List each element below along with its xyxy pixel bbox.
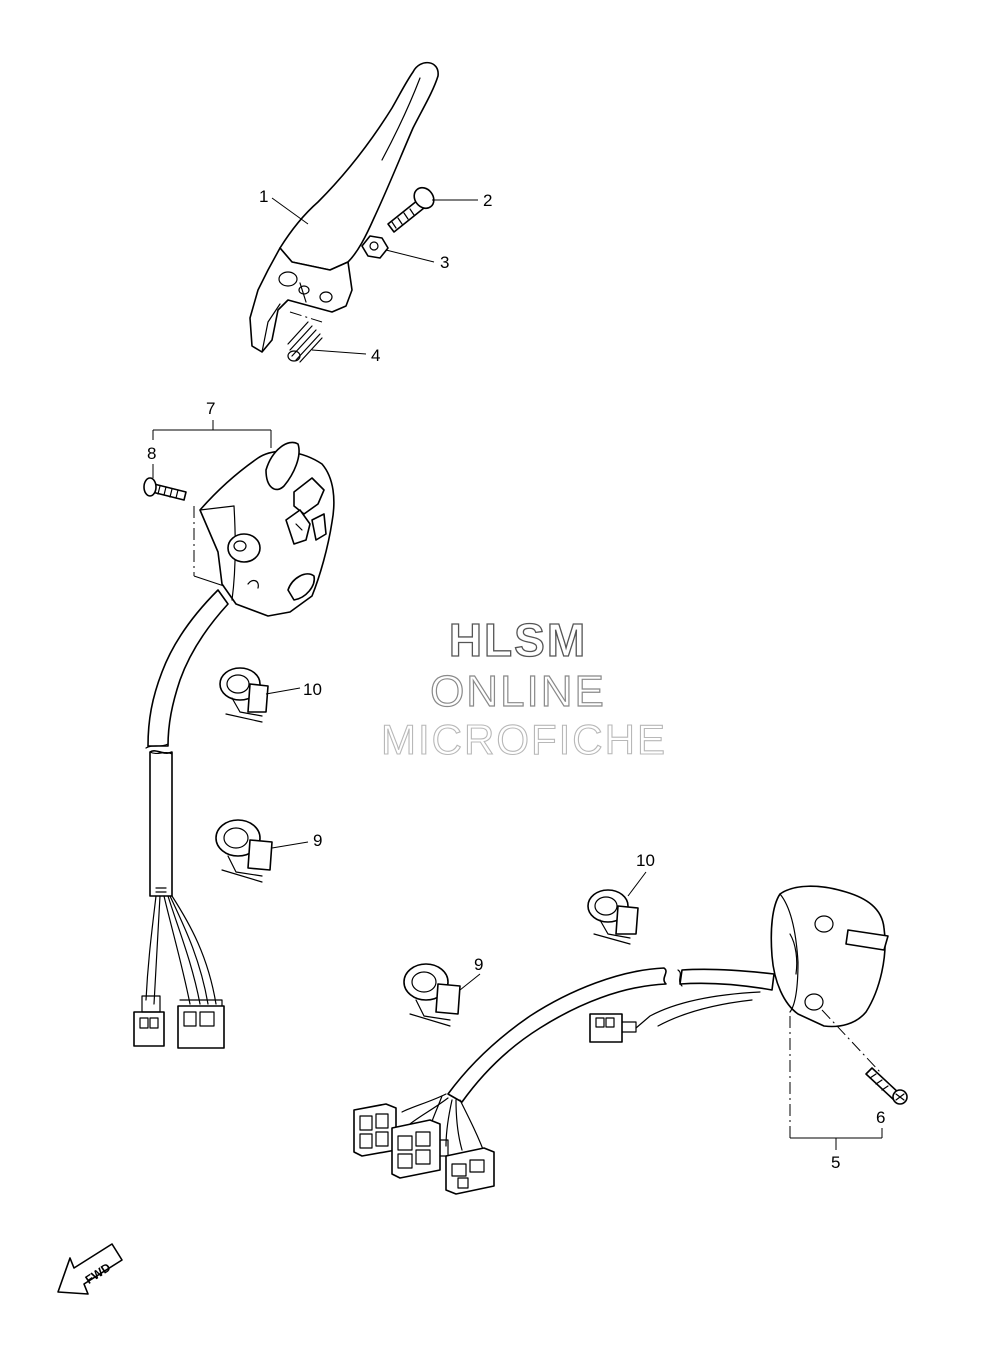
callout-7-bracket: 7 xyxy=(152,399,272,448)
callout-label-2: 2 xyxy=(483,191,492,210)
callout-label-4: 4 xyxy=(371,346,380,365)
cable-clamp-part-9-left[interactable] xyxy=(215,819,273,883)
callout-label-8: 8 xyxy=(147,444,156,463)
right-switch-cable xyxy=(353,967,775,1195)
left-switch-cable xyxy=(133,589,229,1049)
callout-9-left: 9 xyxy=(271,831,322,850)
watermark-line-3: MICROFICHE xyxy=(381,716,667,763)
watermark: HLSM ONLINE MICROFICHE xyxy=(380,613,667,763)
callout-label-9-left: 9 xyxy=(313,831,322,850)
bolt-part-2[interactable] xyxy=(387,184,438,233)
callout-label-7: 7 xyxy=(206,399,215,418)
lever-part-1[interactable] xyxy=(249,61,439,353)
callout-9-right: 9 xyxy=(459,955,483,991)
screw-part-6[interactable] xyxy=(821,1009,908,1105)
callout-10-right: 10 xyxy=(627,851,655,897)
callout-label-9-right: 9 xyxy=(474,955,483,974)
cable-clamp-part-10-upper[interactable] xyxy=(219,667,269,723)
callout-6: 6 xyxy=(876,1108,885,1127)
callout-label-3: 3 xyxy=(440,253,449,272)
switch-mount-dashline xyxy=(193,506,225,587)
callout-label-1: 1 xyxy=(259,187,268,206)
cable-clamp-part-9-right[interactable] xyxy=(403,963,461,1027)
switch-housing-part-7[interactable] xyxy=(199,441,335,617)
screw-part-8[interactable] xyxy=(143,477,187,501)
callout-10-upper: 10 xyxy=(265,680,322,699)
callout-2: 2 xyxy=(432,191,492,210)
callout-label-6: 6 xyxy=(876,1108,885,1127)
forward-direction-arrow: FWD xyxy=(57,1243,123,1295)
callout-label-10-upper: 10 xyxy=(303,680,322,699)
nut-part-3[interactable] xyxy=(361,235,389,259)
watermark-line-2: ONLINE xyxy=(430,667,606,716)
callout-1: 1 xyxy=(259,187,309,225)
callout-5-bracket: 5 xyxy=(789,1016,883,1172)
cable-clamp-part-10-right[interactable] xyxy=(587,889,639,945)
callout-4: 4 xyxy=(311,346,380,365)
spring-part-4[interactable] xyxy=(287,311,323,363)
callout-8: 8 xyxy=(147,444,156,478)
callout-label-10-right: 10 xyxy=(636,851,655,870)
callout-3: 3 xyxy=(385,249,449,272)
switch-housing-part-5[interactable] xyxy=(770,885,889,1028)
callout-label-5: 5 xyxy=(831,1153,840,1172)
watermark-line-1: HLSM xyxy=(449,614,587,666)
